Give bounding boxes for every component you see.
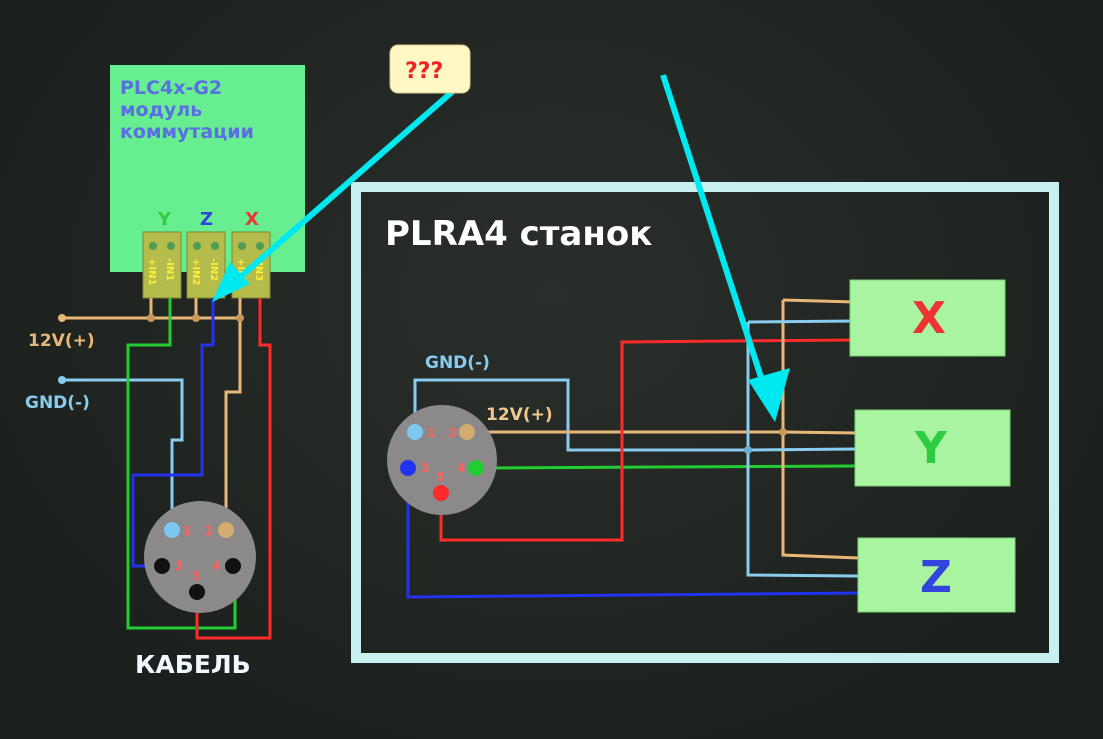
cable-label: КАБЕЛЬ (135, 650, 251, 679)
terminal-label: -IN3 (253, 258, 264, 281)
machine-pin-label: 1 (427, 426, 435, 440)
terminal-label: +IN3 (235, 258, 246, 285)
machine-wires (406, 298, 861, 599)
module-title-1: PLC4x-G2 (120, 77, 222, 99)
axis-label-y: Y (157, 209, 172, 230)
svg-text:Z: Z (920, 552, 952, 603)
terminal-label: +IN1 (146, 258, 157, 285)
svg-text:Y: Y (914, 423, 948, 474)
machine-title: PLRA4 станок (385, 214, 652, 254)
machine-pin-label: 4 (457, 461, 465, 475)
svg-text:X: X (912, 293, 946, 344)
motor-y: Y (854, 409, 1011, 487)
motor-x: X (849, 279, 1006, 357)
motor-z: Z (857, 537, 1016, 613)
module-title-2: модуль (120, 99, 202, 121)
terminal-label: +IN2 (190, 258, 201, 285)
cable-pin-label: 1 (183, 524, 191, 538)
machine-pin-label: 5 (436, 470, 444, 484)
machine-pin-label: 2 (449, 426, 457, 440)
arrow-icon (660, 74, 790, 422)
terminal-label: -IN2 (208, 258, 219, 281)
machine-gnd-label: GND(-) (425, 353, 490, 373)
left-12v-label: 12V(+) (28, 331, 95, 351)
cable-pin-label: 5 (192, 569, 200, 583)
axis-label-z: Z (200, 209, 213, 230)
cable-pin-label: 4 (212, 559, 220, 573)
machine-pin-label: 3 (421, 461, 429, 475)
machine-12v-label: 12V(+) (486, 405, 553, 425)
cable-pin-label: 2 (205, 524, 213, 538)
machine-frame (351, 182, 1059, 663)
arrow-icon (212, 82, 462, 302)
axis-label-x: X (245, 209, 259, 230)
module-title-3: коммутации (120, 121, 254, 143)
svg-text:???: ??? (405, 59, 443, 84)
question-callout: ??? (389, 44, 471, 94)
cable-wires (58, 298, 272, 640)
cable-connector (144, 501, 256, 613)
terminal-label: -IN1 (164, 258, 175, 281)
left-gnd-label: GND(-) (25, 393, 90, 413)
cable-pin-label: 3 (175, 559, 183, 573)
machine-connector (387, 405, 497, 515)
